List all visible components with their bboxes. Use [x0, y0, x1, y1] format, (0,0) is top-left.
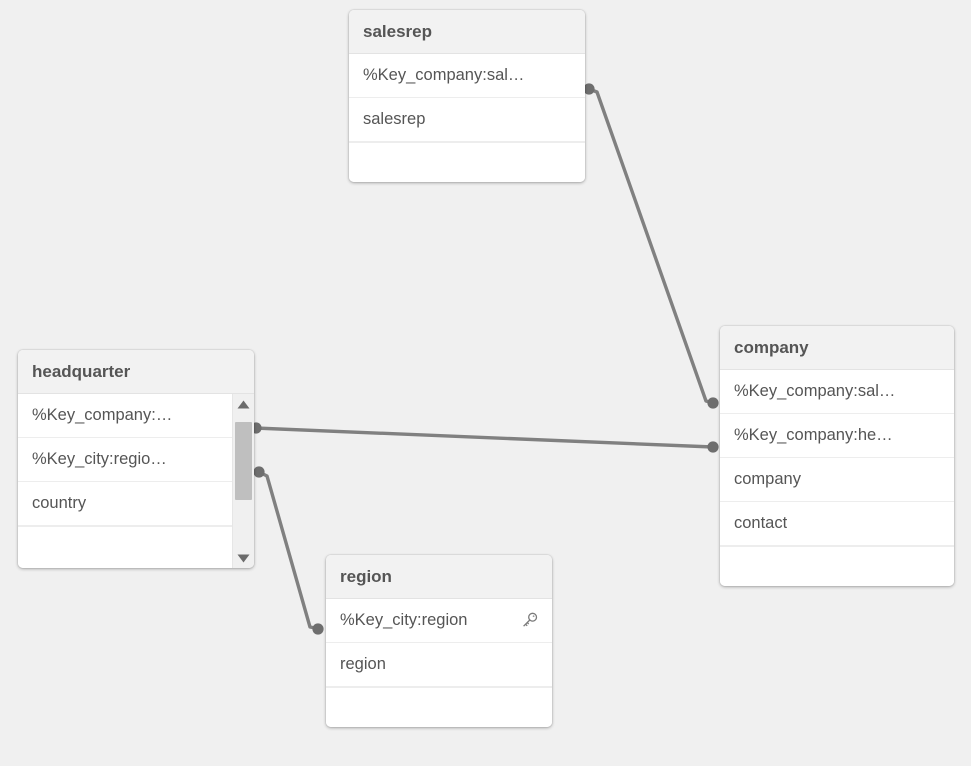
table-footer-row-company	[720, 546, 954, 586]
field-name: %Key_city:region	[340, 611, 468, 629]
table-title-company[interactable]: company	[720, 326, 954, 370]
field-name: %Key_company:he…	[734, 426, 893, 444]
field-row[interactable]: %Key_company:he…	[720, 414, 954, 458]
key-icon	[520, 612, 538, 630]
field-name: country	[32, 494, 87, 512]
table-footer-row-salesrep	[349, 142, 585, 182]
field-name: %Key_company:…	[32, 406, 173, 424]
relationship-link-salesrep-to-company[interactable]	[587, 87, 715, 405]
field-row[interactable]: contact	[720, 502, 954, 546]
field-name: region	[340, 655, 386, 673]
vertical-scrollbar-headquarter[interactable]	[232, 394, 254, 568]
table-card-company[interactable]: company %Key_company:sal… %Key_company:he……	[720, 326, 954, 586]
field-row[interactable]: company	[720, 458, 954, 502]
connector-dot-dot-company-key-sal[interactable]	[707, 397, 719, 409]
connector-dot-dot-salesrep-key[interactable]	[583, 83, 595, 95]
triangle-down-icon[interactable]	[233, 548, 255, 568]
field-name: %Key_city:regio…	[32, 450, 167, 468]
connector-dot-dot-headquarter-key-city[interactable]	[253, 466, 265, 478]
field-row[interactable]: salesrep	[349, 98, 585, 142]
field-row[interactable]: country	[18, 482, 232, 526]
field-row[interactable]: %Key_company:sal…	[720, 370, 954, 414]
field-row[interactable]: %Key_city:regio…	[18, 438, 232, 482]
field-name: %Key_company:sal…	[363, 66, 525, 84]
table-title-region[interactable]: region	[326, 555, 552, 599]
relationship-link-headquarter-to-company[interactable]	[253, 426, 715, 449]
field-name: salesrep	[363, 110, 426, 128]
table-footer-row-region	[326, 687, 552, 727]
field-list-company: %Key_company:sal… %Key_company:he…company…	[720, 370, 954, 586]
field-list-headquarter: %Key_company:… %Key_city:regio…country	[18, 394, 254, 568]
field-row[interactable]: %Key_company:…	[18, 394, 232, 438]
connector-dot-dot-region-key-city[interactable]	[312, 623, 324, 635]
field-row[interactable]: %Key_company:sal…	[349, 54, 585, 98]
table-card-salesrep[interactable]: salesrep %Key_company:sal… salesrep	[349, 10, 585, 182]
field-row[interactable]: region	[326, 643, 552, 687]
field-row[interactable]: %Key_city:region	[326, 599, 552, 643]
connector-dot-dot-company-key-hq[interactable]	[707, 441, 719, 453]
field-name: contact	[734, 514, 788, 532]
table-title-salesrep[interactable]: salesrep	[349, 10, 585, 54]
field-list-salesrep: %Key_company:sal… salesrep	[349, 54, 585, 182]
relationship-link-headquarter-to-region[interactable]	[257, 470, 322, 631]
table-card-headquarter[interactable]: headquarter %Key_company:… %Key_city:regio…	[18, 350, 254, 568]
scrollbar-track-headquarter[interactable]	[233, 414, 255, 548]
field-name: %Key_company:sal…	[734, 382, 896, 400]
table-footer-row-headquarter	[18, 526, 232, 568]
field-name: company	[734, 470, 801, 488]
triangle-up-icon[interactable]	[233, 394, 255, 414]
table-title-headquarter[interactable]: headquarter	[18, 350, 254, 394]
scrollbar-thumb-headquarter[interactable]	[234, 422, 252, 500]
